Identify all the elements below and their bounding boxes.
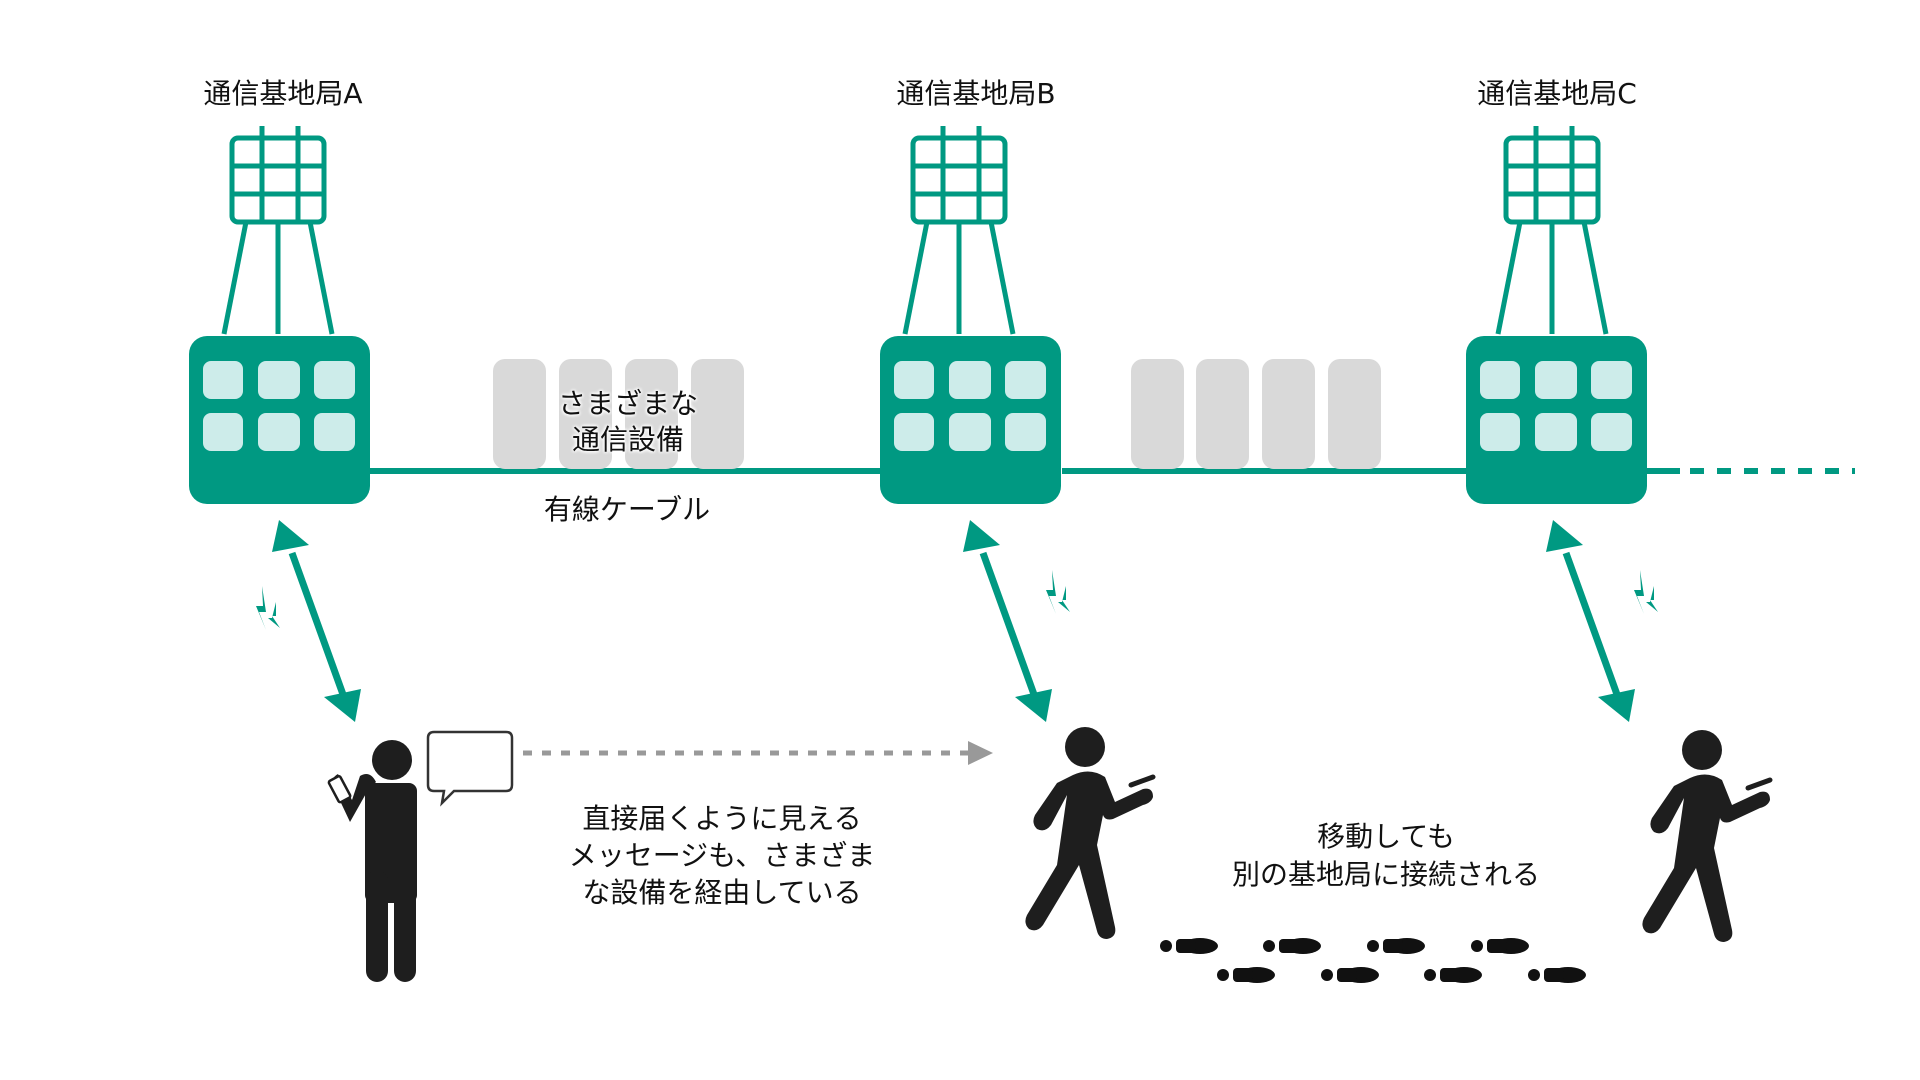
moving-note-line-1: 移動しても [1317, 820, 1455, 853]
cable-label: 有線ケーブル [543, 493, 711, 526]
antenna-panel-icon [224, 126, 332, 334]
equipment-label-line-2: 通信設備 [571, 423, 685, 456]
double-arrow-icon [272, 520, 361, 722]
double-arrow-icon [1546, 520, 1635, 722]
antenna-panel-icon [1498, 126, 1606, 334]
lightning-signal-icon [1634, 570, 1658, 614]
equipment-label-line-1: さまざまな [557, 387, 699, 420]
walking-person-icon [1642, 730, 1770, 942]
equipment-rack-icon [1262, 359, 1315, 469]
station-title-b: 通信基地局B [896, 77, 1056, 110]
base-station-icon [1466, 336, 1647, 504]
message-note-line-2: メッセージも、さまざま [568, 839, 876, 872]
antenna-panel-icon [905, 126, 1013, 334]
lightning-signal-icon [256, 586, 280, 630]
equipment-rack-icon [691, 359, 744, 469]
base-station-c [1466, 126, 1647, 504]
equipment-group-2 [1131, 359, 1381, 469]
equipment-rack-icon [1131, 359, 1184, 469]
message-note-line-1: 直接届くように見える [582, 802, 862, 835]
person-with-phone-icon [327, 740, 417, 982]
equipment-rack-icon [493, 359, 546, 469]
moving-note-line-2: 別の基地局に接続される [1231, 858, 1541, 891]
message-route-arrow [523, 741, 993, 765]
footprints-icon [1160, 938, 1586, 983]
station-title-c: 通信基地局C [1477, 77, 1637, 110]
base-station-icon [880, 336, 1061, 504]
walking-person-icon [1025, 727, 1153, 939]
base-station-a [189, 126, 370, 504]
equipment-rack-icon [1196, 359, 1249, 469]
message-note: 直接届くように見える メッセージも、さまざま な設備を経由している [569, 800, 876, 911]
message-note-line-3: な設備を経由している [582, 876, 862, 909]
moving-note: 移動しても 別の基地局に接続される [1232, 818, 1540, 894]
double-arrow-icon [963, 520, 1052, 722]
base-station-b [880, 126, 1061, 504]
equipment-label: さまざまな 通信設備 [558, 386, 698, 458]
lightning-signal-icon [1046, 570, 1070, 614]
station-title-a: 通信基地局A [203, 77, 363, 110]
speech-bubble-icon [426, 730, 514, 807]
equipment-rack-icon [1328, 359, 1381, 469]
base-station-icon [189, 336, 370, 504]
